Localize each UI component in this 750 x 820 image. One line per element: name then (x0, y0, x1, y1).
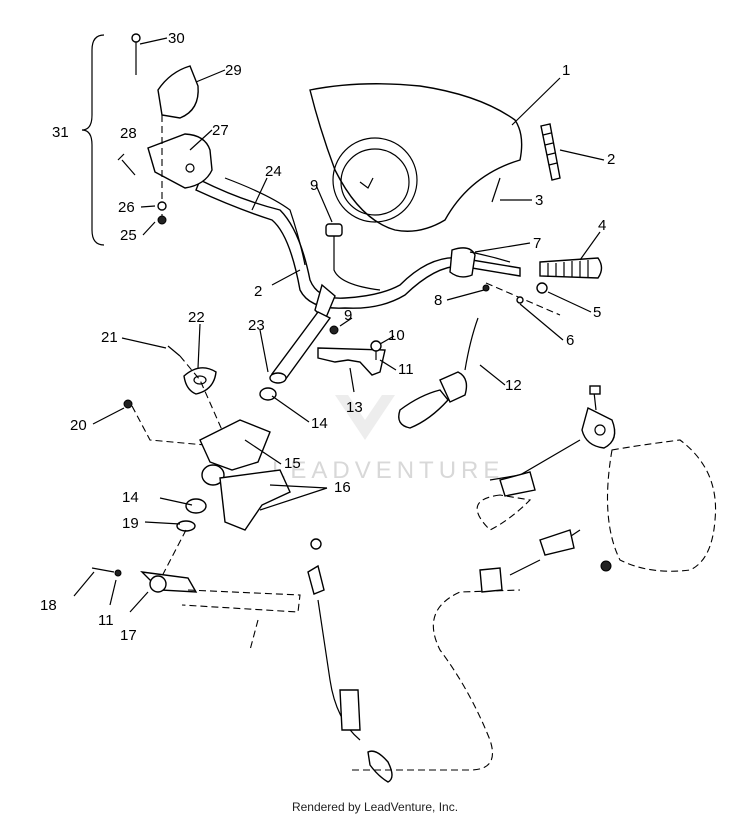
mount-part-27 (147, 133, 213, 189)
leader-lines (73, 37, 605, 613)
callout-29: 29 (225, 62, 242, 79)
screw-part-28 (117, 153, 125, 161)
switch-part-7 (449, 247, 511, 278)
callout-5: 5 (593, 304, 601, 321)
nut-part-25 (157, 215, 167, 225)
washer-part-11b (114, 569, 122, 577)
nut-part-9b (329, 325, 339, 335)
callout-13: 13 (346, 399, 363, 416)
end-cap-part-5 (536, 282, 548, 294)
callout-19: 19 (122, 515, 139, 532)
screw-part-3 (491, 177, 501, 203)
key-part-12 (398, 317, 479, 429)
cap-part-9 (325, 223, 343, 237)
wire-harness (333, 236, 381, 291)
linkage-right (479, 385, 616, 593)
callout-14b: 14 (122, 489, 139, 506)
cable-route (352, 589, 521, 771)
bushing-part-14 (259, 387, 277, 401)
footer-credit: Rendered by LeadVenture, Inc. (291, 800, 459, 814)
callout-9: 9 (310, 177, 318, 194)
callout-2: 2 (607, 151, 615, 168)
callout-17: 17 (120, 627, 137, 644)
callout-30: 30 (168, 30, 185, 47)
callout-28: 28 (120, 125, 137, 142)
cable-lower (307, 538, 393, 783)
callout-26: 26 (118, 199, 135, 216)
nut-part-8 (482, 284, 490, 292)
callout-22: 22 (188, 309, 205, 326)
screw-part-2 (540, 123, 561, 181)
screw-part-21 (167, 345, 181, 357)
bolt-head-30 (131, 33, 141, 43)
bracket-part-29 (157, 65, 199, 119)
washer-part-19 (176, 520, 196, 532)
callout-25: 25 (120, 227, 137, 244)
callout-18: 18 (40, 597, 57, 614)
group-bracket (81, 34, 105, 246)
callout-16: 16 (334, 479, 351, 496)
callout-2b: 2 (254, 283, 262, 300)
screw-part-18 (91, 567, 115, 573)
dash-line-19 (159, 529, 187, 581)
dash-line-bolt (249, 619, 259, 651)
callout-11: 11 (398, 361, 414, 378)
washer-part-26 (157, 201, 167, 211)
grip-part-4 (539, 257, 603, 279)
callout-8: 8 (434, 292, 442, 309)
callout-20: 20 (70, 417, 87, 434)
callout-11b: 11 (98, 612, 114, 629)
flange-part-22 (183, 367, 217, 395)
callout-21: 21 (101, 329, 118, 346)
callout-9b: 9 (344, 307, 352, 324)
callout-14: 14 (311, 415, 328, 432)
dash-line-22 (179, 355, 223, 431)
callout-27: 27 (212, 122, 229, 139)
steering-pad (309, 83, 523, 232)
callout-6: 6 (566, 332, 574, 349)
callout-4: 4 (598, 217, 606, 234)
callout-24: 24 (265, 163, 282, 180)
nut-part-6 (516, 296, 524, 304)
watermark-logo (335, 395, 395, 440)
callout-10: 10 (388, 327, 405, 344)
callout-7: 7 (533, 235, 541, 252)
handlebar-stripe (224, 177, 306, 266)
housing-outline (606, 439, 717, 572)
dash-line-6 (485, 282, 561, 316)
bolt-part-10 (370, 340, 382, 360)
callout-1: 1 (562, 62, 570, 79)
bushing-part-14b (185, 498, 207, 514)
steering-column-part-23 (269, 311, 332, 384)
support-part-15 (199, 419, 291, 531)
callout-23: 23 (248, 317, 265, 334)
dash-line-17 (181, 589, 301, 613)
watermark-text: LEADVENTURE (272, 457, 504, 484)
bracket-part-13 (317, 347, 386, 376)
callout-15: 15 (284, 455, 301, 472)
dash-line-20 (131, 405, 206, 446)
nut-part-20 (123, 399, 133, 409)
housing-outline-b (476, 494, 532, 531)
callout-31: 31 (52, 124, 69, 141)
callout-12: 12 (505, 377, 522, 394)
callout-3: 3 (535, 192, 543, 209)
arm-part-17 (140, 571, 198, 593)
